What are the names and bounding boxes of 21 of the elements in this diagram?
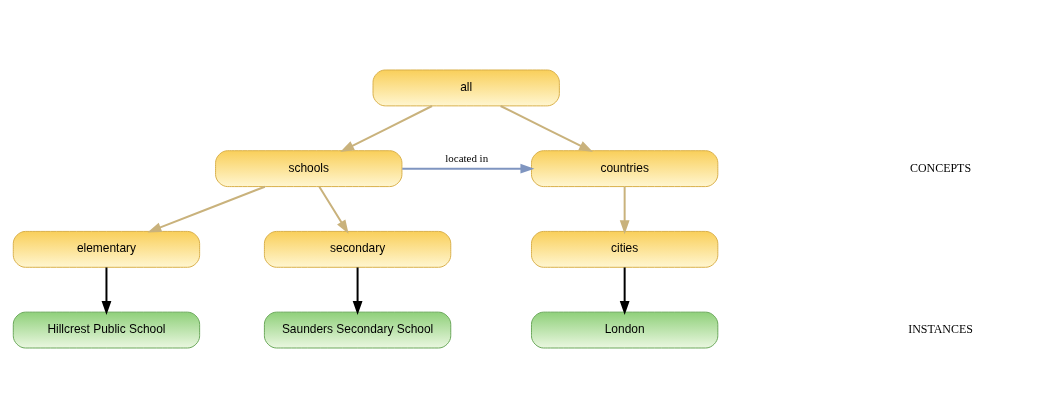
edge-label: located in (445, 152, 489, 165)
arrow (619, 266, 630, 316)
node-box: schools (215, 150, 403, 188)
arrow (318, 185, 349, 234)
node-box: Hillcrest Public School (12, 311, 201, 349)
node-box: Saunders Secondary School (263, 311, 452, 349)
arrow (340, 105, 434, 152)
node-box: secondary (263, 230, 452, 268)
arrow (499, 105, 594, 152)
node-box: elementary (12, 230, 201, 268)
label: INSTANCES (908, 322, 973, 337)
arrow (619, 185, 630, 235)
node-box: countries (530, 150, 719, 188)
node-box: London (530, 311, 719, 349)
label: CONCEPTS (910, 160, 972, 175)
node-box: cities (530, 230, 719, 268)
node-box: all (372, 69, 560, 107)
arrow (147, 185, 266, 233)
arrow (401, 163, 535, 174)
arrow (101, 266, 112, 316)
arrow (352, 266, 363, 316)
